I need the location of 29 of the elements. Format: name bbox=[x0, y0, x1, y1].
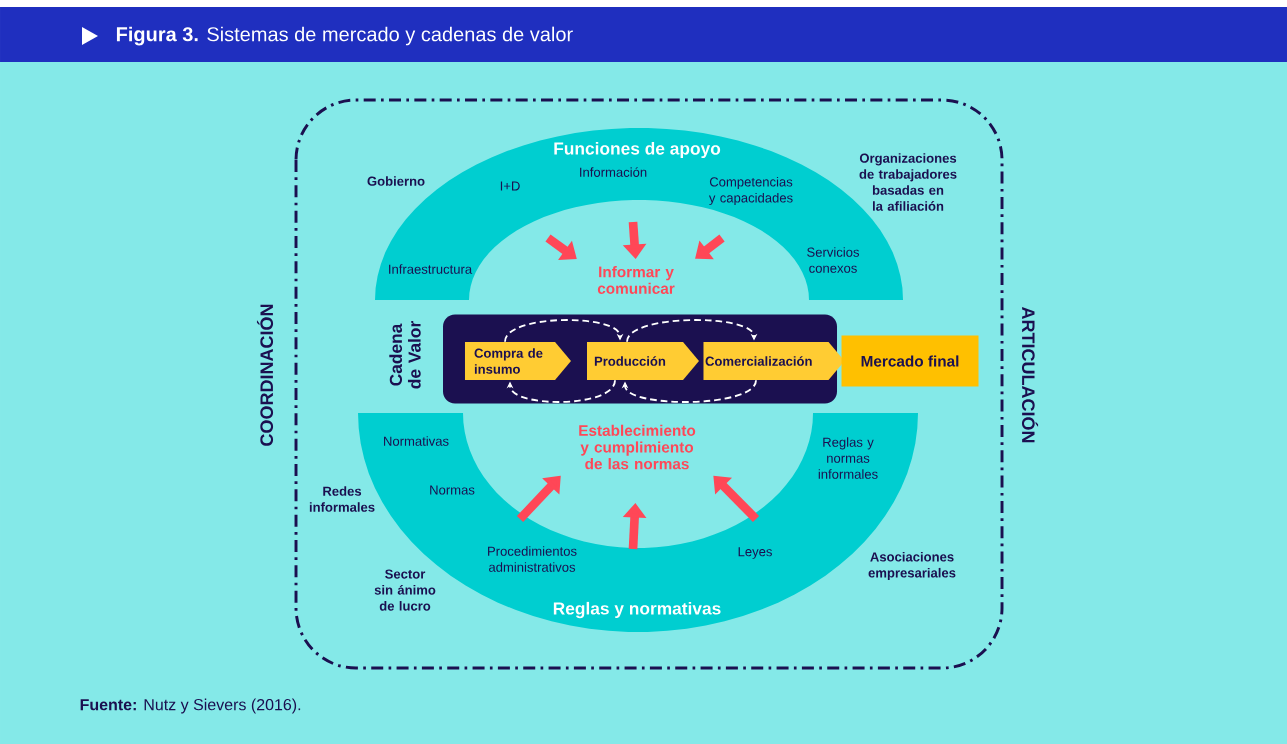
side-label: COORDINACIÓN bbox=[256, 304, 274, 446]
band-item-label: I+D bbox=[500, 181, 520, 191]
band-item-label: Normas bbox=[430, 485, 475, 495]
chevron-step: Comercialización bbox=[703, 342, 845, 380]
loop-arrow bbox=[506, 379, 616, 403]
rotated-heading: Cadena de Valor bbox=[389, 321, 421, 389]
outcome-label: Informar y comunicar bbox=[597, 266, 675, 294]
side-label: ARTICULACIÓN bbox=[1021, 306, 1039, 443]
loop-arrow bbox=[504, 319, 624, 343]
figure-title: Figura 3. Sistemas de mercado y cadenas de valor bbox=[116, 26, 573, 46]
chevron-step: Producción bbox=[587, 342, 699, 380]
block-arrow bbox=[545, 234, 577, 260]
outcome-label: Establecimiento y cumplimiento de las normas bbox=[579, 424, 696, 470]
chevron-step: Compra de insumo bbox=[465, 342, 571, 380]
actor-label: Sector sin ánimo de lucro bbox=[374, 569, 436, 611]
band-item-label: Procedimientos administrativos bbox=[488, 546, 577, 572]
market-box: Mercado final bbox=[841, 335, 979, 387]
band-item-label: Información bbox=[580, 167, 647, 177]
band-item-label: Infraestructura bbox=[389, 264, 473, 274]
band-item-label: Reglas y normas informales bbox=[818, 437, 878, 479]
block-arrow bbox=[713, 475, 760, 523]
loop-arrow bbox=[621, 379, 757, 403]
band-item-label: Servicios conexos bbox=[807, 247, 860, 273]
band-item-label: Leyes bbox=[738, 547, 772, 559]
source-note: Fuente: Nutz y Sievers (2016). bbox=[80, 698, 301, 714]
block-arrow bbox=[695, 234, 725, 260]
loop-arrow bbox=[626, 319, 758, 343]
band-item-label: Competencias y capacidades bbox=[708, 176, 793, 206]
band-item-label: Normativas bbox=[384, 436, 449, 446]
